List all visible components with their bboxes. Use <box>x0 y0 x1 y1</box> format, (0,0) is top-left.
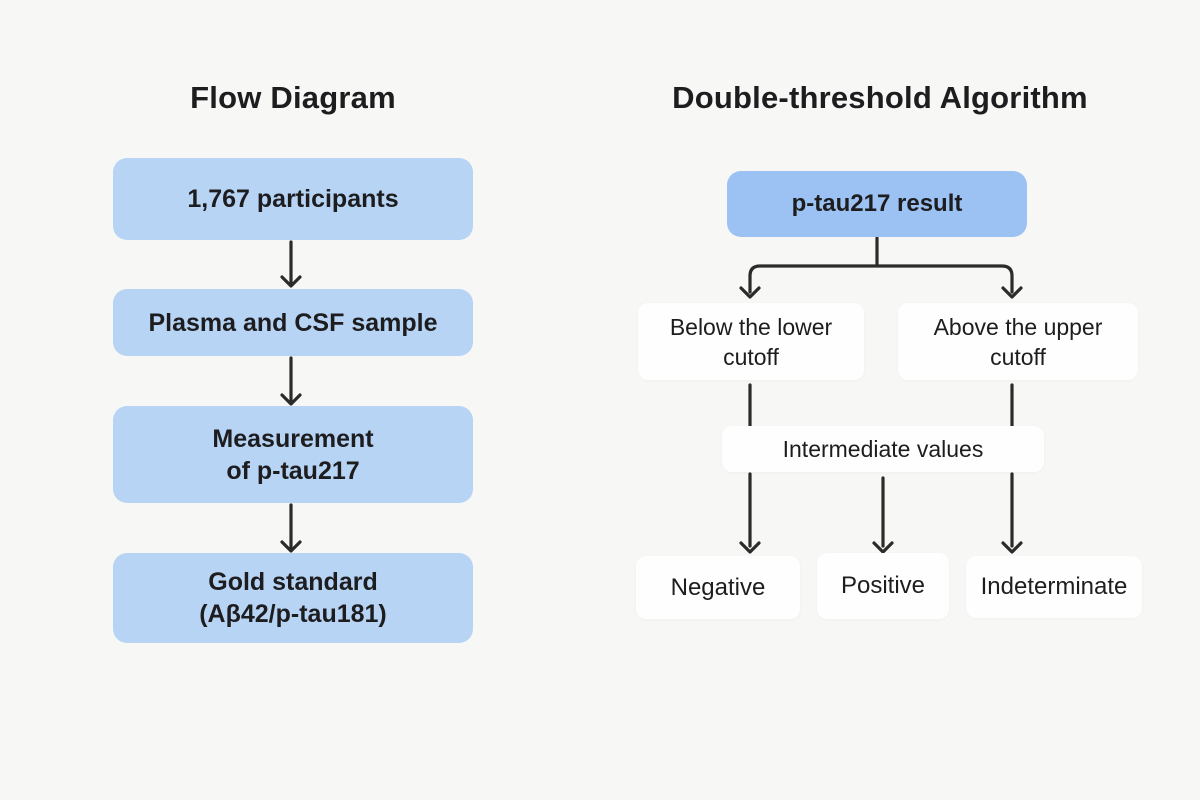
flow-box-participants-label: 1,767 participants <box>187 185 399 213</box>
branch-box-above-upper-cutoff-line2: cutoff <box>990 343 1046 370</box>
arrow-head-icon <box>1001 286 1023 299</box>
outcome-box-positive: Positive <box>817 553 949 619</box>
middle-box-intermediate-values-label: Intermediate values <box>782 435 984 462</box>
branch-box-below-lower-cutoff-line2: cutoff <box>723 343 779 370</box>
middle-box-intermediate-values: Intermediate values <box>722 426 1044 472</box>
arrow-down-icon <box>280 503 302 553</box>
right-diagram-title: Double-threshold Algorithm <box>672 80 1088 115</box>
branch-box-below-lower-cutoff: Below the lower cutoff <box>638 303 864 380</box>
flow-box-gold-standard-line1: Gold standard <box>208 568 378 596</box>
root-box-ptau217-result: p-tau217 result <box>727 171 1027 237</box>
arrow-down-icon <box>872 476 894 554</box>
flow-box-gold-standard: Gold standard (Aβ42/p-tau181) <box>113 553 473 643</box>
arrow-down-icon <box>280 240 302 288</box>
branch-box-above-upper-cutoff-line1: Above the upper <box>933 313 1103 340</box>
arrow-down-icon <box>280 356 302 406</box>
outcome-box-positive-label: Positive <box>840 572 926 599</box>
flow-box-measurement-line1: Measurement <box>212 424 374 453</box>
flow-box-measurement-line2: of p-tau217 <box>226 456 360 485</box>
outcome-box-indeterminate: Indeterminate <box>966 556 1142 618</box>
branch-connector <box>748 236 1014 294</box>
branch-box-below-lower-cutoff-line1: Below the lower <box>669 313 833 340</box>
arrow-head-icon <box>739 286 761 299</box>
outcome-box-negative-label: Negative <box>670 573 766 601</box>
flow-box-participants: 1,767 participants <box>113 158 473 240</box>
arrow-down-icon <box>739 472 761 554</box>
root-box-ptau217-result-label: p-tau217 result <box>791 190 963 217</box>
flow-box-plasma-csf-sample-label: Plasma and CSF sample <box>148 308 438 337</box>
outcome-box-indeterminate-label: Indeterminate <box>980 573 1128 600</box>
outcome-box-negative: Negative <box>636 556 800 619</box>
arrow-down-icon <box>1001 472 1023 554</box>
flow-box-measurement-ptau217: Measurement of p-tau217 <box>113 406 473 503</box>
left-diagram-title: Flow Diagram <box>190 80 396 115</box>
branch-box-above-upper-cutoff: Above the upper cutoff <box>898 303 1138 380</box>
flow-box-gold-standard-line2: (Aβ42/p-tau181) <box>199 600 387 628</box>
flow-box-plasma-csf-sample: Plasma and CSF sample <box>113 289 473 356</box>
